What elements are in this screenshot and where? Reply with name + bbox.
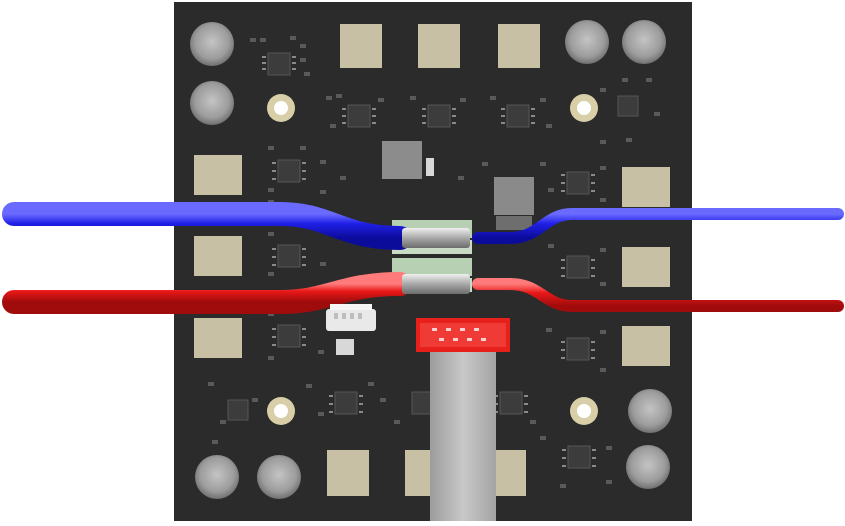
- positive-wire: [2, 272, 844, 314]
- white-connector: [326, 304, 376, 331]
- red-connector: [416, 318, 510, 352]
- solder-pads: [194, 24, 670, 496]
- mounting-posts: [190, 20, 672, 499]
- negative-wire: [2, 202, 844, 250]
- mount-holes: [267, 94, 598, 425]
- chip-pins: [262, 56, 596, 467]
- passive-components: [208, 36, 660, 488]
- crimp-sleeves: [402, 228, 470, 294]
- ribbon-cable: [430, 350, 496, 521]
- power-components: [336, 141, 534, 355]
- ic-chips: [227, 52, 639, 469]
